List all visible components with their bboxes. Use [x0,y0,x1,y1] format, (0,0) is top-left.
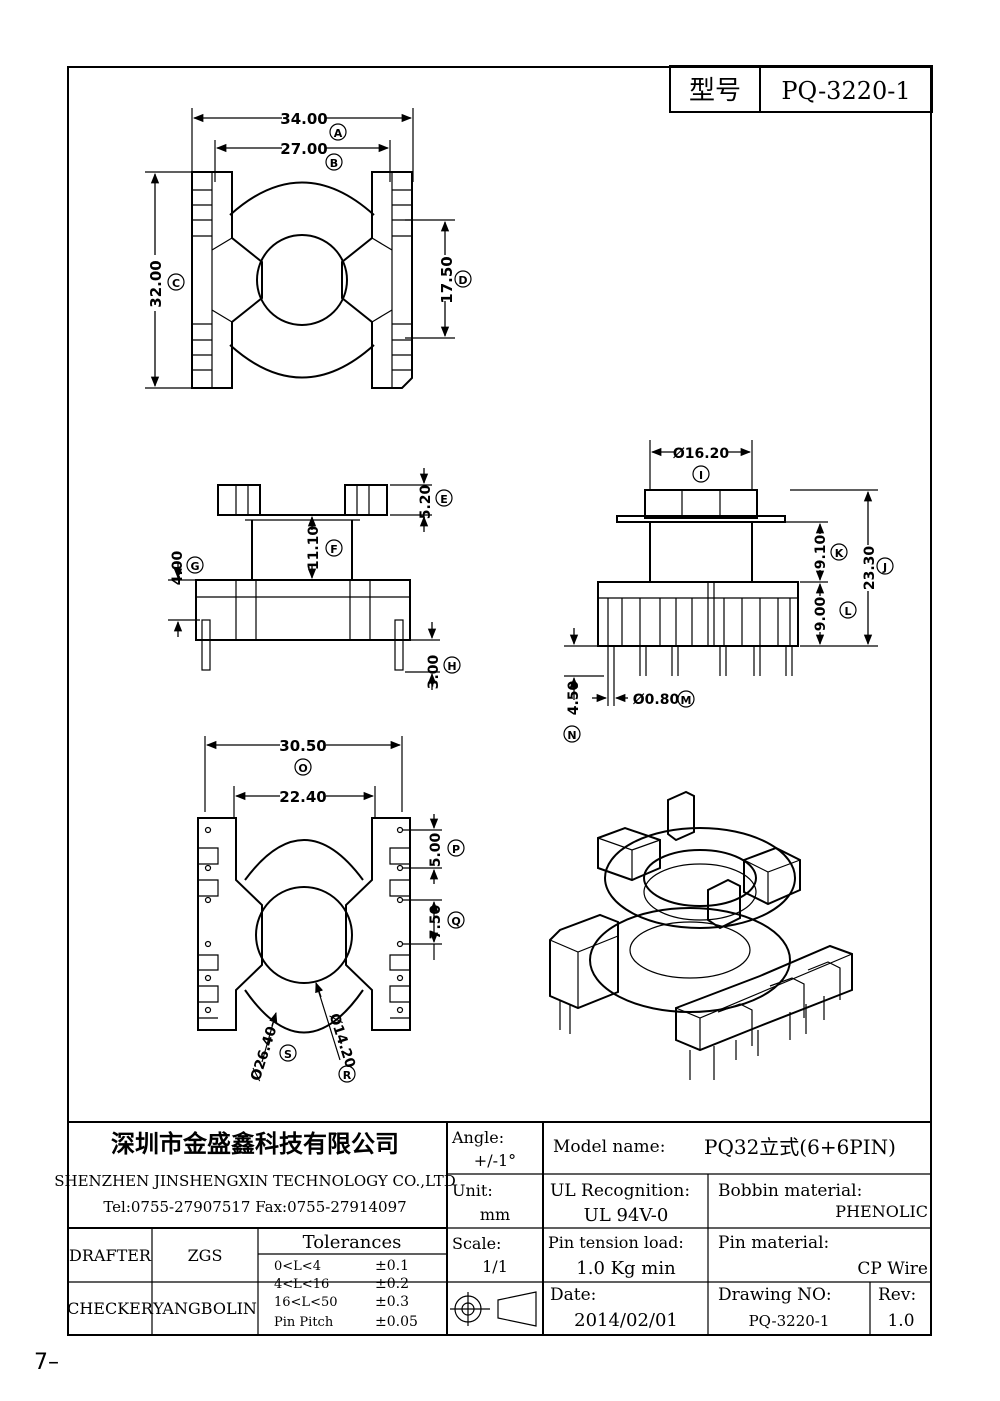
page-number: 7– [34,1350,59,1375]
dim-h-value: 3.00 [426,654,442,689]
angle-label: Angle: [451,1128,504,1147]
dim-p-value: 5.00 [428,832,444,867]
tolerance-value: ±0.2 [375,1276,409,1292]
svg-text:M: M [681,694,692,707]
date-value: 2014/02/01 [574,1310,678,1331]
svg-text:D: D [458,274,467,287]
tolerance-value: ±0.05 [375,1314,418,1330]
dim-k-value: 9.10 [813,534,829,569]
dim-s-value: Ø26.40 [248,1024,281,1083]
dim-f-value: 11.10 [306,526,322,571]
dim-a-value: 34.00 [280,110,327,128]
dim-l-value: 9.00 [813,596,829,631]
pin-tension-value: 1.0 Kg min [576,1258,676,1279]
type-label: 型号 [689,76,741,106]
unit-value: mm [480,1205,510,1224]
unit-label: Unit: [452,1181,493,1200]
model-name-value: PQ32立式(6+6PIN) [704,1135,896,1159]
date-label: Date: [550,1285,596,1305]
tolerance-range: Pin Pitch [274,1315,334,1330]
side-view: 5.20 E 11.10 F 4.00 G 3.00 H [168,468,461,690]
dim-o2-value: 22.40 [279,788,326,806]
part-number: PQ-3220-1 [781,77,910,105]
dim-d-value: 17.50 [438,256,456,303]
pin-tension-label: Pin tension load: [548,1233,684,1252]
dim-m-value: Ø0.80 [633,692,680,708]
company-name-cn: 深圳市金盛鑫科技有限公司 [111,1130,399,1158]
tolerance-range: 4<L<16 [274,1277,329,1292]
svg-text:C: C [172,277,180,290]
svg-text:N: N [567,729,576,742]
dim-e-value: 5.20 [418,484,434,519]
svg-text:E: E [440,493,448,506]
ul-recognition-label: UL Recognition: [550,1181,690,1201]
dim-b-value: 27.00 [280,140,327,158]
tolerances-title: Tolerances [303,1232,402,1253]
drawing-no-value: PQ-3220-1 [749,1312,830,1330]
svg-text:F: F [330,543,338,556]
company-name-en: SHENZHEN JINSHENGXIN TECHNOLOGY CO.,LTD [54,1172,456,1190]
tolerance-value: ±0.3 [375,1294,409,1310]
pin-material-label: Pin material: [718,1233,829,1253]
front-view: Ø16.20 I 23.30 J 9.10 K 9.0 [563,440,894,743]
svg-text:G: G [190,560,199,573]
scale-value: 1/1 [482,1257,508,1276]
part-number-header: 型号 PQ-3220-1 [669,65,933,113]
svg-text:L: L [844,605,851,618]
dim-j-value: 23.30 [862,546,878,591]
rev-value: 1.0 [887,1311,914,1331]
svg-text:A: A [334,127,343,140]
tolerance-value: ±0.1 [375,1258,409,1274]
svg-text:P: P [452,843,460,856]
dim-q-value: 7.50 [428,904,444,939]
svg-text:B: B [330,157,338,170]
top-view: 34.00 A 27.00 B 32.00 C 17.50 D [145,108,472,389]
bottom-view: 30.50 O 22.40 5.00 P 7.50 Q [197,736,465,1083]
checker-label: CHECKER [67,1299,154,1318]
dim-i-value: Ø16.20 [673,446,729,462]
drafter-value: ZGS [188,1246,223,1265]
svg-text:Q: Q [451,915,460,928]
drawing-border [67,66,932,1336]
drafter-label: DRAFTER [69,1246,152,1265]
bobbin-material-label: Bobbin material: [718,1181,862,1201]
pin-material-value: CP Wire [857,1259,928,1279]
svg-text:K: K [835,547,844,560]
tolerance-range: 0<L<4 [274,1259,321,1274]
dim-o-value: 30.50 [279,737,326,755]
checker-value: YANGBOLIN [152,1299,257,1318]
company-contact: Tel:0755-27907517 Fax:0755-27914097 [103,1198,406,1216]
drawing-no-label: Drawing NO: [718,1285,832,1305]
svg-text:H: H [447,660,456,673]
svg-text:R: R [343,1069,352,1082]
svg-text:S: S [284,1048,292,1061]
projection-symbol-icon [450,1291,537,1327]
dim-n-value: 4.50 [566,680,582,715]
dim-c-value: 32.00 [147,260,165,307]
ul-recognition-value: UL 94V-0 [584,1205,669,1226]
tolerance-range: 16<L<50 [274,1295,338,1310]
title-block: 深圳市金盛鑫科技有限公司 SHENZHEN JINSHENGXIN TECHNO… [54,1121,932,1336]
model-name-label: Model name: [553,1137,665,1157]
svg-text:I: I [699,469,703,482]
svg-text:J: J [882,561,887,574]
isometric-view [549,790,853,1080]
angle-value: +/-1° [474,1151,516,1170]
dim-r-value: Ø14.20 [326,1012,359,1071]
bobbin-material-value: PHENOLIC [835,1202,928,1221]
scale-label: Scale: [452,1234,501,1253]
dim-g-value: 4.00 [170,550,186,585]
svg-text:O: O [298,762,307,775]
rev-label: Rev: [878,1285,916,1305]
